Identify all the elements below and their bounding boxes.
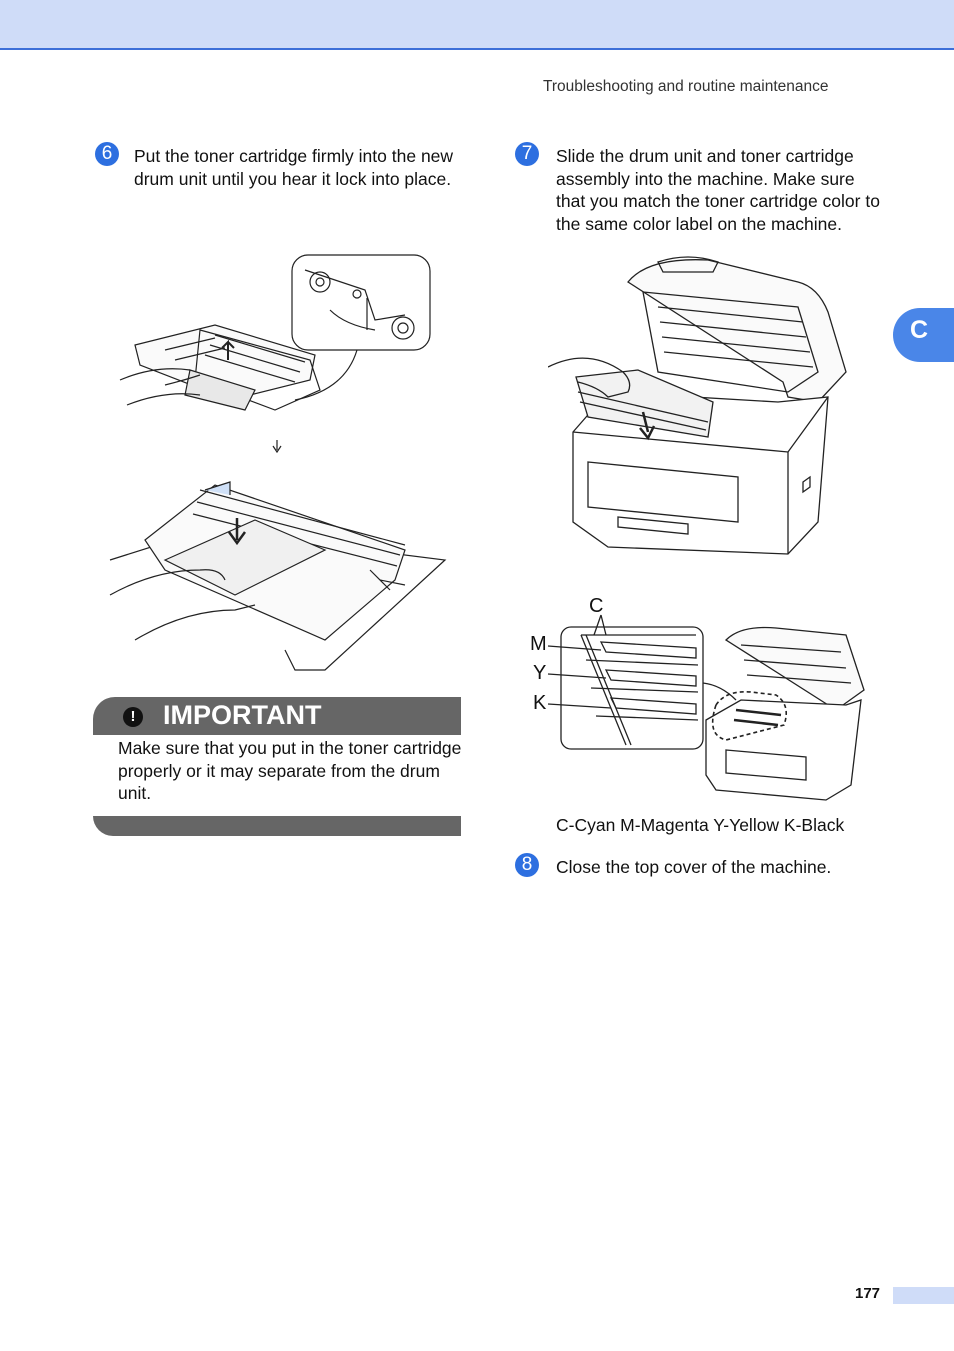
footer-bar	[893, 1287, 954, 1304]
toner-into-drum-illustration	[109, 254, 447, 671]
step-6-text: Put the toner cartridge firmly into the …	[134, 146, 454, 189]
running-head: Troubleshooting and routine maintenance	[543, 78, 829, 95]
color-caption: C-Cyan M-Magenta Y-Yellow K-Black	[556, 815, 845, 835]
step-6-number: 6	[95, 142, 119, 166]
label-y: Y	[533, 662, 546, 684]
header-band	[0, 0, 954, 50]
label-k: K	[533, 692, 547, 714]
page-number: 177	[855, 1285, 881, 1302]
step-7-number: 7	[515, 142, 539, 166]
step-8-text: Close the top cover of the machine.	[556, 857, 832, 877]
important-banner: ! IMPORTANT	[93, 697, 461, 735]
label-c: C	[589, 595, 603, 617]
important-body: Make sure that you put in the toner cart…	[118, 738, 462, 803]
chapter-tab: C	[893, 308, 954, 362]
exclamation-icon: !	[123, 707, 143, 727]
color-label-illustration: C M Y K	[530, 595, 865, 801]
step-8-number: 8	[515, 853, 539, 877]
chapter-tab-label: C	[910, 316, 929, 344]
important-footer-bar	[93, 816, 461, 836]
label-m: M	[530, 633, 547, 655]
insert-drum-into-printer-illustration	[548, 256, 847, 555]
important-title: IMPORTANT	[163, 700, 322, 730]
step-7-text: Slide the drum unit and toner cartridge …	[556, 146, 880, 234]
